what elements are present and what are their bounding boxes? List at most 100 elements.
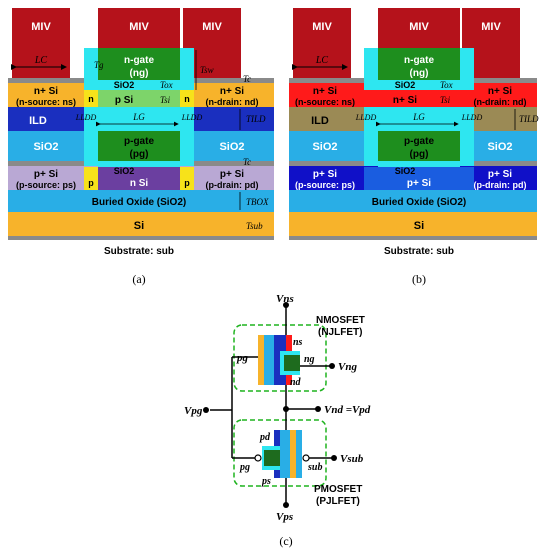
svg-text:n: n	[184, 94, 190, 104]
caption-c: (c)	[279, 534, 292, 548]
svg-text:(NJLFET): (NJLFET)	[318, 327, 362, 338]
svg-text:p-gate: p-gate	[404, 136, 434, 147]
svg-text:(PJLFET): (PJLFET)	[316, 496, 360, 507]
svg-text:LLDD: LLDD	[181, 113, 203, 122]
caption-b: (b)	[412, 272, 426, 286]
svg-text:ILD: ILD	[311, 115, 329, 127]
n-gate	[98, 48, 180, 80]
svg-text:SiO2: SiO2	[487, 141, 512, 153]
svg-text:(ng): (ng)	[130, 68, 149, 79]
box-layer-a	[8, 190, 274, 212]
tsw-label: Tsw	[200, 65, 214, 75]
svg-text:ng: ng	[304, 354, 315, 365]
miv-center	[98, 8, 180, 48]
svg-text:Tox: Tox	[440, 80, 453, 90]
svg-text:p+ Si: p+ Si	[407, 178, 431, 189]
svg-text:LC: LC	[315, 55, 329, 66]
svg-text:ILD: ILD	[29, 115, 47, 127]
vns-label: Vns	[276, 293, 294, 305]
svg-text:Tox: Tox	[160, 80, 173, 90]
svg-text:(n-source: ns): (n-source: ns)	[16, 97, 76, 107]
svg-text:LG: LG	[412, 112, 425, 122]
svg-text:p+ Si: p+ Si	[313, 169, 337, 180]
n-gate-label: n-gate	[124, 55, 154, 66]
svg-text:sub: sub	[307, 462, 322, 473]
svg-text:(n-source: ns): (n-source: ns)	[295, 97, 355, 107]
p-gate	[98, 131, 180, 161]
svg-text:ps: ps	[261, 476, 271, 487]
svg-text:SiO2: SiO2	[395, 80, 416, 90]
svg-text:p+ Si: p+ Si	[220, 169, 244, 180]
svg-text:pd: pd	[259, 432, 271, 443]
svg-text:LG: LG	[132, 112, 145, 122]
svg-text:SiO2: SiO2	[114, 80, 135, 90]
svg-text:Substrate: sub: Substrate: sub	[104, 246, 174, 257]
svg-text:Vng: Vng	[338, 361, 357, 373]
svg-text:n Si: n Si	[130, 178, 149, 189]
svg-text:Tsub: Tsub	[246, 221, 263, 231]
tg-label: Tg	[94, 60, 104, 70]
svg-text:Vnd =Vpd: Vnd =Vpd	[324, 404, 371, 416]
svg-text:SiO2: SiO2	[219, 141, 244, 153]
svg-text:p+ Si: p+ Si	[488, 169, 512, 180]
caption-a: (a)	[132, 272, 145, 286]
svg-text:SiO2: SiO2	[395, 166, 416, 176]
svg-text:(pg): (pg)	[130, 149, 149, 160]
svg-text:LLDD: LLDD	[355, 113, 377, 122]
panel-b: MIV MIV MIV LC n-gate (ng) n+ Si (n-sour…	[289, 8, 539, 286]
svg-text:Vsub: Vsub	[340, 453, 364, 465]
svg-text:p: p	[184, 178, 190, 188]
si-layer-a	[8, 212, 274, 236]
tc-top-label: Tc	[243, 74, 251, 84]
svg-text:(n-drain: nd): (n-drain: nd)	[474, 97, 527, 107]
lc-label: LC	[34, 55, 48, 66]
svg-text:Vpg: Vpg	[184, 405, 203, 417]
svg-text:(p-drain: pd): (p-drain: pd)	[474, 180, 527, 190]
svg-text:MIV: MIV	[409, 21, 429, 33]
svg-text:TILD: TILD	[246, 114, 266, 124]
nmos-box	[233, 324, 327, 392]
svg-text:n+ Si: n+ Si	[220, 86, 244, 97]
svg-text:n+ Si: n+ Si	[313, 86, 337, 97]
svg-text:(p-drain: pd): (p-drain: pd)	[206, 180, 259, 190]
svg-text:(p-source: ps): (p-source: ps)	[295, 180, 355, 190]
svg-text:n+ Si: n+ Si	[393, 95, 417, 106]
svg-text:Si: Si	[414, 220, 424, 232]
svg-text:ns: ns	[293, 337, 303, 348]
svg-text:n+ Si: n+ Si	[488, 86, 512, 97]
pmos-box	[233, 419, 327, 487]
svg-text:SiO2: SiO2	[33, 141, 58, 153]
svg-text:Vps: Vps	[276, 511, 293, 523]
svg-text:Buried Oxide (SiO2): Buried Oxide (SiO2)	[372, 197, 466, 208]
svg-text:SiO2: SiO2	[312, 141, 337, 153]
svg-text:TBOX: TBOX	[246, 197, 269, 207]
panel-c: Vns NMOSFET (NJLFET) pg ns ng Vng nd Vpg…	[184, 293, 371, 548]
svg-text:MIV: MIV	[312, 21, 332, 33]
svg-text:LLDD: LLDD	[75, 113, 97, 122]
svg-text:p-gate: p-gate	[124, 136, 154, 147]
svg-text:Buried Oxide (SiO2): Buried Oxide (SiO2)	[92, 197, 186, 208]
svg-text:n: n	[88, 94, 94, 104]
svg-text:pg: pg	[239, 462, 250, 473]
svg-text:Tsi: Tsi	[440, 95, 451, 105]
svg-text:(n-drain: nd): (n-drain: nd)	[206, 97, 259, 107]
svg-text:Tc: Tc	[243, 157, 251, 167]
svg-text:n-gate: n-gate	[404, 55, 434, 66]
panel-a: MIV MIV MIV LC n-gate	[8, 8, 274, 286]
svg-text:PMOSFET: PMOSFET	[314, 484, 362, 495]
svg-text:SiO2: SiO2	[114, 166, 135, 176]
svg-text:pg: pg	[236, 352, 249, 364]
svg-text:NMOSFET: NMOSFET	[316, 315, 365, 326]
svg-text:(pg): (pg)	[410, 149, 429, 160]
miv-label-right: MIV	[202, 21, 222, 33]
svg-text:n+ Si: n+ Si	[34, 86, 58, 97]
svg-text:p+ Si: p+ Si	[34, 169, 58, 180]
svg-text:nd: nd	[290, 377, 302, 388]
svg-text:TILD: TILD	[519, 114, 539, 124]
svg-text:p: p	[88, 178, 94, 188]
n-si-channel	[98, 167, 180, 190]
svg-text:(ng): (ng)	[410, 68, 429, 79]
svg-text:LLDD: LLDD	[461, 113, 483, 122]
svg-text:Substrate: sub: Substrate: sub	[384, 246, 454, 257]
p-si-channel	[98, 90, 180, 107]
